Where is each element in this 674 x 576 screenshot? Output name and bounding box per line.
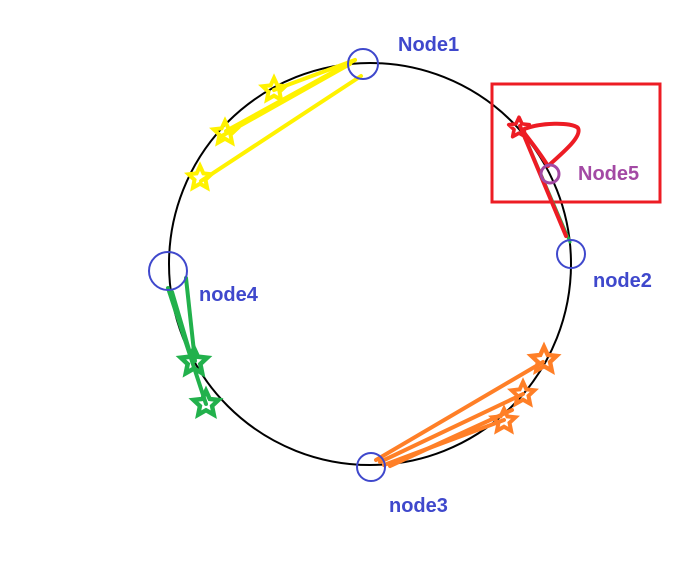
node5-label: Node5 [578,163,640,185]
node1-circle[interactable] [347,48,379,80]
red-key-group [506,115,581,238]
node2-circle[interactable] [556,239,586,269]
node1-label: Node1 [398,34,460,56]
node3-label: node3 [389,495,448,517]
yellow-mapping-line [218,62,352,139]
node2-label: node2 [593,270,652,292]
node4-circle[interactable] [148,251,188,291]
highlight-box [490,82,662,204]
hash-ring [168,62,572,466]
orange-mapping-line [388,408,514,468]
green-key-group [166,276,219,415]
orange-key-group [374,347,557,468]
star-icon [531,347,556,371]
red-loop-line [520,121,581,168]
node5-circle[interactable] [539,163,561,185]
yellow-mapping-line [199,74,363,183]
node3-circle[interactable] [356,452,386,482]
orange-mapping-line [374,360,545,462]
yellow-key-group [186,58,363,190]
yellow-mapping-line [272,58,357,92]
orange-mapping-line [378,392,525,464]
node4-label: node4 [199,284,258,306]
green-mapping-line [170,290,194,362]
